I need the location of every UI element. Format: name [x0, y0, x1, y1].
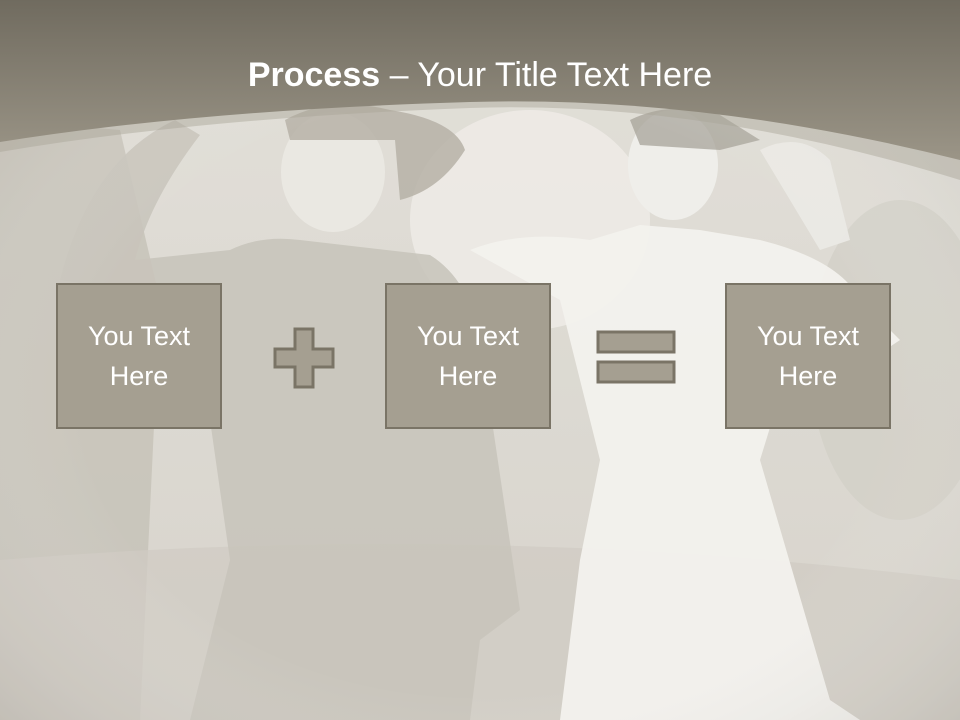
- process-box-1-label: You Text Here: [87, 321, 191, 391]
- process-box-2-label: You Text Here: [416, 321, 520, 391]
- equals-icon: [596, 330, 676, 384]
- title-bold-text: Process: [247, 56, 381, 94]
- header-band: [0, 0, 960, 180]
- plus-icon: [273, 327, 335, 389]
- title-rest-text: – Your Title Text Here: [380, 56, 713, 94]
- process-box-3-label: You Text Here: [756, 321, 860, 391]
- process-box-1[interactable]: You Text Here: [56, 283, 222, 429]
- slide-title[interactable]: Process – Your Title Text Here: [0, 52, 960, 98]
- process-box-3[interactable]: You Text Here: [725, 283, 891, 429]
- process-box-2[interactable]: You Text Here: [385, 283, 551, 429]
